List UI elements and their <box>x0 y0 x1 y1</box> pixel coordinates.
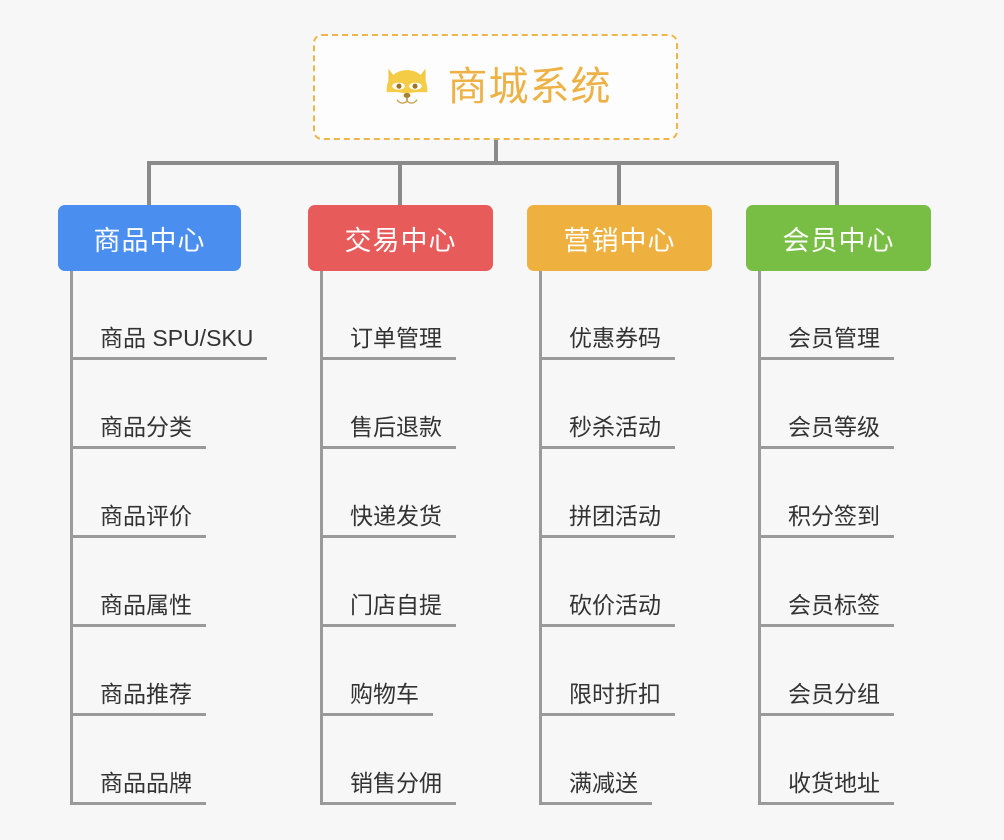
root-node[interactable]: 商城系统 <box>313 34 678 140</box>
list-item[interactable]: 收货地址 <box>758 716 931 805</box>
list-item[interactable]: 商品品牌 <box>70 716 297 805</box>
list-item[interactable]: 销售分佣 <box>320 716 493 805</box>
list-item[interactable]: 门店自提 <box>320 538 493 627</box>
category-label: 营销中心 <box>563 225 676 256</box>
list-item[interactable]: 订单管理 <box>320 271 493 360</box>
connector-drop-2 <box>398 161 402 207</box>
branch-column-2: 交易中心 订单管理 售后退款 快递发货 门店自提 购物车 销售分佣 <box>308 205 493 805</box>
leaf-label: 拼团活动 <box>569 503 661 530</box>
list-item[interactable]: 商品推荐 <box>70 627 297 716</box>
list-item[interactable]: 会员管理 <box>758 271 931 360</box>
trunk-line <box>539 271 542 805</box>
leaf-label: 会员分组 <box>788 681 880 708</box>
leaf-label: 砍价活动 <box>569 592 661 619</box>
category-header-1[interactable]: 商品中心 <box>58 205 241 271</box>
branch-column-3: 营销中心 优惠券码 秒杀活动 拼团活动 砍价活动 限时折扣 满减送 <box>527 205 712 805</box>
leaf-label: 收货地址 <box>788 770 880 797</box>
leaf-list-2: 订单管理 售后退款 快递发货 门店自提 购物车 销售分佣 <box>320 271 493 805</box>
leaf-label: 商品属性 <box>100 592 192 619</box>
connector-root-stem <box>494 140 498 165</box>
leaf-label: 商品 SPU/SKU <box>100 325 254 352</box>
leaf-label: 售后退款 <box>350 414 442 441</box>
leaf-label: 门店自提 <box>350 592 442 619</box>
list-item[interactable]: 商品 SPU/SKU <box>70 271 297 360</box>
list-item[interactable]: 满减送 <box>539 716 712 805</box>
dog-face-icon <box>386 68 427 109</box>
category-header-2[interactable]: 交易中心 <box>308 205 493 271</box>
leaf-label: 购物车 <box>350 681 419 708</box>
connector-drop-1 <box>147 161 151 207</box>
leaf-label: 商品评价 <box>100 503 192 530</box>
connector-drop-3 <box>617 161 621 207</box>
list-item[interactable]: 限时折扣 <box>539 627 712 716</box>
list-item[interactable]: 售后退款 <box>320 360 493 449</box>
leaf-label: 积分签到 <box>788 503 880 530</box>
leaf-label: 满减送 <box>569 770 638 797</box>
root-title: 商城系统 <box>447 65 612 109</box>
category-header-3[interactable]: 营销中心 <box>527 205 712 271</box>
category-label: 会员中心 <box>782 225 895 256</box>
leaf-label: 秒杀活动 <box>569 414 661 441</box>
leaf-list-1: 商品 SPU/SKU 商品分类 商品评价 商品属性 商品推荐 商品品牌 <box>70 271 297 805</box>
list-item[interactable]: 会员标签 <box>758 538 931 627</box>
trunk-line <box>70 271 73 805</box>
connector-drop-4 <box>835 161 839 207</box>
category-label: 商品中心 <box>93 225 206 256</box>
list-item[interactable]: 优惠券码 <box>539 271 712 360</box>
trunk-line <box>320 271 323 805</box>
list-item[interactable]: 商品分类 <box>70 360 297 449</box>
leaf-label: 快递发货 <box>350 503 442 530</box>
list-item[interactable]: 购物车 <box>320 627 493 716</box>
list-item[interactable]: 快递发货 <box>320 449 493 538</box>
leaf-label: 会员管理 <box>788 325 880 352</box>
list-item[interactable]: 秒杀活动 <box>539 360 712 449</box>
list-item[interactable]: 商品评价 <box>70 449 297 538</box>
category-header-4[interactable]: 会员中心 <box>746 205 931 271</box>
branch-column-1: 商品中心 商品 SPU/SKU 商品分类 商品评价 商品属性 商品推荐 商品品牌 <box>58 205 297 805</box>
branch-column-4: 会员中心 会员管理 会员等级 积分签到 会员标签 会员分组 收货地址 <box>746 205 931 805</box>
leaf-label: 限时折扣 <box>569 681 661 708</box>
leaf-label: 优惠券码 <box>569 325 661 352</box>
leaf-label: 会员等级 <box>788 414 880 441</box>
list-item[interactable]: 商品属性 <box>70 538 297 627</box>
trunk-line <box>758 271 761 805</box>
leaf-list-4: 会员管理 会员等级 积分签到 会员标签 会员分组 收货地址 <box>758 271 931 805</box>
leaf-label: 商品推荐 <box>100 681 192 708</box>
list-item[interactable]: 积分签到 <box>758 449 931 538</box>
leaf-label: 订单管理 <box>350 325 442 352</box>
leaf-list-3: 优惠券码 秒杀活动 拼团活动 砍价活动 限时折扣 满减送 <box>539 271 712 805</box>
category-label: 交易中心 <box>344 225 457 256</box>
list-item[interactable]: 砍价活动 <box>539 538 712 627</box>
list-item[interactable]: 会员等级 <box>758 360 931 449</box>
leaf-label: 销售分佣 <box>350 770 442 797</box>
list-item[interactable]: 拼团活动 <box>539 449 712 538</box>
leaf-label: 商品分类 <box>100 414 192 441</box>
list-item[interactable]: 会员分组 <box>758 627 931 716</box>
leaf-label: 会员标签 <box>788 592 880 619</box>
connector-bus <box>147 161 837 165</box>
leaf-label: 商品品牌 <box>100 770 192 797</box>
